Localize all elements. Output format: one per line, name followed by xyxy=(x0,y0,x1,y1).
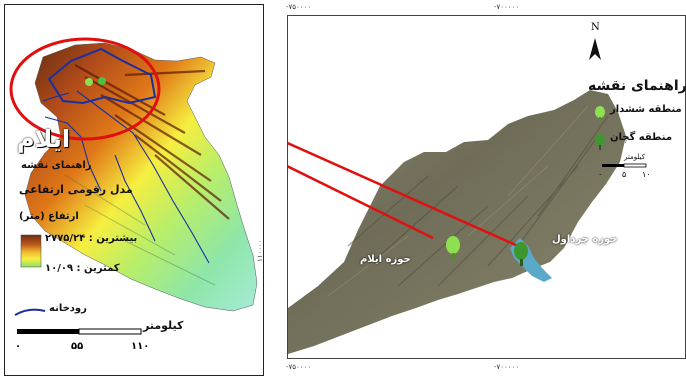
province-legend-title: راهنمای نقشه xyxy=(21,160,92,171)
elevation-color-ramp xyxy=(20,234,42,268)
north-arrow xyxy=(589,38,601,60)
basin-terrain xyxy=(288,90,626,354)
bottom-tick-2: -۷۰۰۰۰۰ xyxy=(494,363,520,371)
bottom-tick-1: -۷۵۰۰۰۰ xyxy=(286,363,312,371)
province-scale-unit: کیلومتر xyxy=(143,319,184,332)
connector-lines xyxy=(288,141,519,248)
study-area-map-panel: N راهنمای نقشه منطقه ششدار منطقه گچان کی… xyxy=(287,15,686,359)
site1-legend-label: منطقه ششدار xyxy=(610,104,682,115)
site2-legend-marker xyxy=(595,134,605,150)
study-area-highlight xyxy=(9,37,161,141)
basin-chardavol-label: حوزه چرداول xyxy=(552,234,618,245)
study-scale-tick-0: ۰ xyxy=(598,170,603,179)
study-scale-unit: کیلومتر xyxy=(624,153,646,161)
province-scale-bar xyxy=(17,328,142,335)
province-scale-tick-1: ۵۵ xyxy=(71,341,84,352)
study-scale-tick-2: ۱۰ xyxy=(642,170,651,179)
rivers xyxy=(42,90,210,264)
site2-legend-label: منطقه گچان xyxy=(610,132,673,143)
dem-label: مدل رقومی ارتفاعی xyxy=(19,183,133,196)
province-scale-tick-2: ۱۱۰ xyxy=(131,341,150,352)
left-tick: ۱۱۰۰۰۰ xyxy=(256,239,264,262)
province-shape xyxy=(24,42,258,312)
site-dot-shashdar xyxy=(85,78,93,86)
elevation-label: ارتفاع (متر) xyxy=(19,211,79,222)
river-legend-line xyxy=(14,308,46,316)
site-dot-gachan xyxy=(98,77,106,85)
site1-legend-marker xyxy=(595,106,605,122)
study-basin-outline xyxy=(47,47,157,105)
site-marker-gachan xyxy=(514,242,528,266)
study-scale-tick-1: ۵ xyxy=(622,170,627,179)
elevation-max-label: بیشترین : ۲۷۷۵/۲۴ xyxy=(45,233,138,244)
province-dem-map xyxy=(9,37,258,335)
study-area-satellite-map xyxy=(288,38,647,354)
elevation-min-label: کمترین : ۱۰/۰۹ xyxy=(45,263,120,274)
study-legend-title: راهنمای نقشه xyxy=(588,78,686,94)
dem-ridges xyxy=(74,64,230,220)
terrain-ridges xyxy=(347,115,609,287)
river-legend-label: رودخانه xyxy=(49,303,87,314)
north-letter: N xyxy=(591,22,600,33)
site-marker-shashdar xyxy=(446,236,460,260)
top-tick-2: -۷۰۰۰۰۰ xyxy=(494,3,520,11)
study-scale-bar xyxy=(602,163,647,168)
province-scale-tick-0: ۰ xyxy=(15,341,22,352)
basin-ilam-label: حوزه ایلام xyxy=(360,254,411,265)
top-tick-1: -۷۵۰۰۰۰ xyxy=(286,3,312,11)
province-map-panel: ایلام راهنمای نقشه مدل رقومی ارتفاعی ارت… xyxy=(4,4,264,376)
province-name: ایلام xyxy=(17,125,71,153)
